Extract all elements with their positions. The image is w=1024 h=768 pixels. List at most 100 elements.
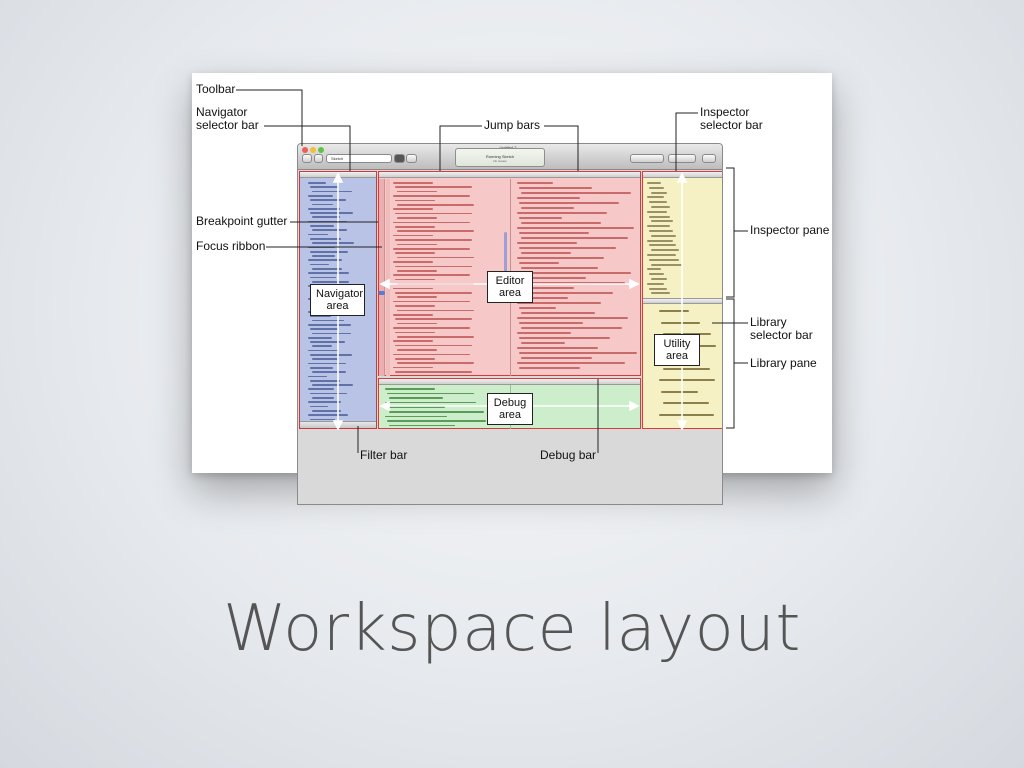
file-row bbox=[312, 229, 347, 232]
inspector-row bbox=[649, 215, 670, 218]
code-line bbox=[517, 182, 553, 184]
code-line bbox=[393, 353, 470, 356]
code-line bbox=[395, 344, 472, 347]
file-row bbox=[312, 345, 332, 348]
code-line bbox=[521, 297, 568, 299]
callout-breakpoint-gutter: Breakpoint gutter bbox=[196, 214, 288, 228]
file-row bbox=[310, 418, 335, 421]
breakpoints-button[interactable] bbox=[394, 154, 405, 163]
file-row bbox=[310, 379, 340, 382]
code-line bbox=[517, 227, 634, 229]
code-line bbox=[395, 305, 435, 307]
code-line bbox=[517, 272, 631, 274]
editor-area-label: Editor area bbox=[487, 271, 533, 303]
utility-area-label: Utility area bbox=[654, 334, 700, 366]
library-row bbox=[663, 402, 709, 404]
file-row bbox=[308, 182, 326, 184]
focus-ribbon[interactable] bbox=[386, 179, 390, 376]
file-row bbox=[312, 358, 339, 361]
code-line bbox=[517, 302, 601, 304]
file-row bbox=[312, 280, 349, 283]
activity-subtext: No Issues bbox=[493, 159, 507, 163]
xcode-window: Untitled 2 Sketch Running Sketch No Issu… bbox=[297, 143, 723, 505]
code-line bbox=[395, 278, 435, 281]
file-row bbox=[312, 203, 333, 206]
code-line bbox=[393, 261, 433, 263]
code-line bbox=[395, 186, 472, 188]
code-line bbox=[521, 267, 598, 269]
debug-line bbox=[389, 411, 484, 413]
library-row bbox=[659, 413, 714, 416]
library-row bbox=[661, 321, 700, 324]
file-row bbox=[308, 259, 342, 262]
code-line bbox=[519, 247, 616, 249]
code-line bbox=[519, 337, 610, 339]
file-row bbox=[312, 397, 334, 399]
code-line bbox=[521, 222, 601, 224]
debug-line bbox=[387, 420, 486, 422]
code-line bbox=[393, 221, 470, 224]
editor-segment-control[interactable] bbox=[630, 154, 664, 163]
editor-scrollbar[interactable] bbox=[504, 232, 507, 272]
code-line bbox=[519, 352, 637, 354]
file-row bbox=[308, 233, 328, 236]
code-line bbox=[517, 257, 604, 259]
code-line bbox=[519, 187, 592, 189]
file-row bbox=[310, 225, 334, 227]
code-line bbox=[521, 282, 625, 284]
debug-line bbox=[387, 406, 445, 408]
code-line bbox=[395, 358, 435, 360]
callout-filter-bar: Filter bar bbox=[360, 448, 408, 462]
code-line bbox=[393, 195, 470, 197]
file-row bbox=[310, 250, 348, 253]
inspector-row bbox=[649, 186, 664, 189]
code-line bbox=[393, 340, 433, 342]
inspector-row bbox=[647, 282, 664, 285]
code-line bbox=[397, 204, 474, 206]
file-row bbox=[310, 315, 331, 318]
inspector-row bbox=[651, 234, 676, 237]
file-row bbox=[312, 255, 335, 257]
inspector-row bbox=[649, 273, 664, 276]
file-row bbox=[310, 199, 346, 201]
code-line bbox=[521, 207, 574, 209]
breakpoint-gutter[interactable] bbox=[379, 179, 385, 376]
debug-line bbox=[385, 415, 447, 418]
file-row bbox=[308, 362, 346, 365]
code-line bbox=[517, 347, 598, 349]
inspector-row bbox=[649, 244, 676, 247]
code-line bbox=[397, 322, 437, 325]
code-line bbox=[395, 292, 472, 294]
breakpoint-marker[interactable] bbox=[379, 291, 385, 295]
callout-library-selector-bar: Library selector bar bbox=[750, 315, 813, 342]
debug-line bbox=[387, 392, 474, 395]
code-line bbox=[519, 307, 556, 309]
code-line bbox=[395, 265, 472, 268]
callout-library-pane: Library pane bbox=[750, 356, 817, 370]
library-row bbox=[659, 379, 715, 381]
file-row bbox=[312, 384, 353, 386]
library-row bbox=[659, 310, 689, 312]
file-row bbox=[308, 323, 351, 326]
jump-bar[interactable] bbox=[379, 172, 640, 178]
inspector-row bbox=[647, 225, 670, 228]
code-line bbox=[393, 274, 470, 276]
file-row bbox=[312, 409, 341, 412]
code-line bbox=[395, 226, 435, 228]
code-line bbox=[397, 362, 474, 364]
code-line bbox=[395, 199, 435, 202]
code-line bbox=[517, 317, 628, 319]
organizer-button[interactable] bbox=[702, 154, 716, 163]
code-line bbox=[393, 248, 470, 250]
code-line bbox=[395, 318, 472, 320]
file-row bbox=[310, 341, 345, 343]
debug-bar[interactable] bbox=[379, 379, 640, 385]
code-line bbox=[517, 212, 607, 214]
code-line bbox=[521, 252, 571, 254]
code-line bbox=[519, 202, 619, 204]
editor-mode-button[interactable] bbox=[406, 154, 417, 163]
code-line bbox=[397, 349, 437, 351]
inspector-row bbox=[651, 249, 679, 252]
file-row bbox=[308, 401, 341, 404]
